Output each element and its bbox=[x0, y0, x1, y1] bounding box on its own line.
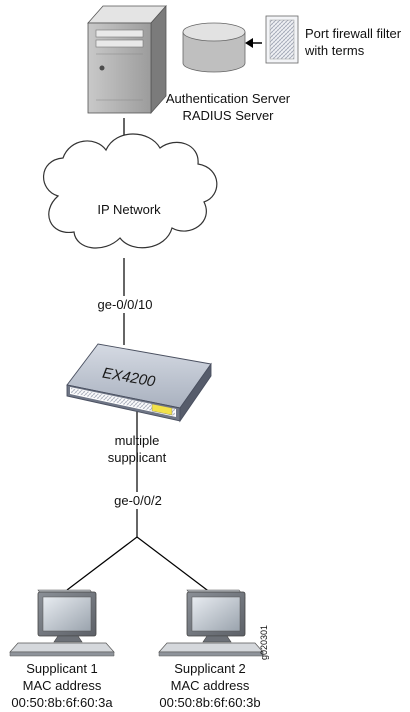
switch-mode-label-line1: multiple bbox=[114, 433, 160, 448]
connection-lines bbox=[66, 118, 212, 594]
split-to-supplicant-1-link bbox=[66, 536, 138, 591]
firewall-filter-document-icon bbox=[265, 15, 299, 64]
server-tower-icon bbox=[87, 4, 167, 115]
firewall-filter-label-line2: with terms bbox=[305, 43, 365, 58]
supplicant-1-computer-icon bbox=[9, 589, 115, 657]
split-to-supplicant-2-link bbox=[136, 536, 212, 594]
downlink-port-label: ge-0/0/2 bbox=[103, 492, 173, 509]
supplicant-2-label: Supplicant 2 MAC address 00:50:8b:6f:60:… bbox=[146, 660, 274, 711]
supplicant-2-name: Supplicant 2 bbox=[174, 661, 246, 676]
database-icon bbox=[182, 22, 246, 73]
auth-server-label-line1: Authentication Server bbox=[165, 91, 291, 106]
firewall-filter-label: Port firewall filter with terms bbox=[305, 25, 401, 59]
switch-mode-label: multiple supplicant bbox=[96, 432, 178, 466]
supplicant-1-name: Supplicant 1 bbox=[26, 661, 98, 676]
filter-arrow bbox=[245, 38, 262, 48]
auth-server-label: Authentication Server RADIUS Server bbox=[158, 90, 298, 124]
figure-id-label: g020301 bbox=[259, 624, 269, 660]
uplink-port-label: ge-0/0/10 bbox=[85, 296, 165, 313]
auth-server-label-line2: RADIUS Server bbox=[182, 108, 274, 123]
firewall-filter-label-line1: Port firewall filter bbox=[305, 26, 402, 41]
ip-network-label: IP Network bbox=[97, 202, 161, 217]
supplicant-1-label: Supplicant 1 MAC address 00:50:8b:6f:60:… bbox=[0, 660, 124, 711]
supplicant-2-mac: 00:50:8b:6f:60:3b bbox=[159, 695, 261, 710]
switch-mode-label-line2: supplicant bbox=[107, 450, 167, 465]
supplicant-1-mac: 00:50:8b:6f:60:3a bbox=[11, 695, 113, 710]
ex4200-switch-icon: EX4200 bbox=[66, 343, 212, 423]
supplicant-2-mac-label: MAC address bbox=[170, 678, 250, 693]
supplicant-1-mac-label: MAC address bbox=[22, 678, 102, 693]
supplicant-2-computer-icon bbox=[158, 589, 264, 657]
ip-network-cloud-icon bbox=[43, 133, 218, 249]
